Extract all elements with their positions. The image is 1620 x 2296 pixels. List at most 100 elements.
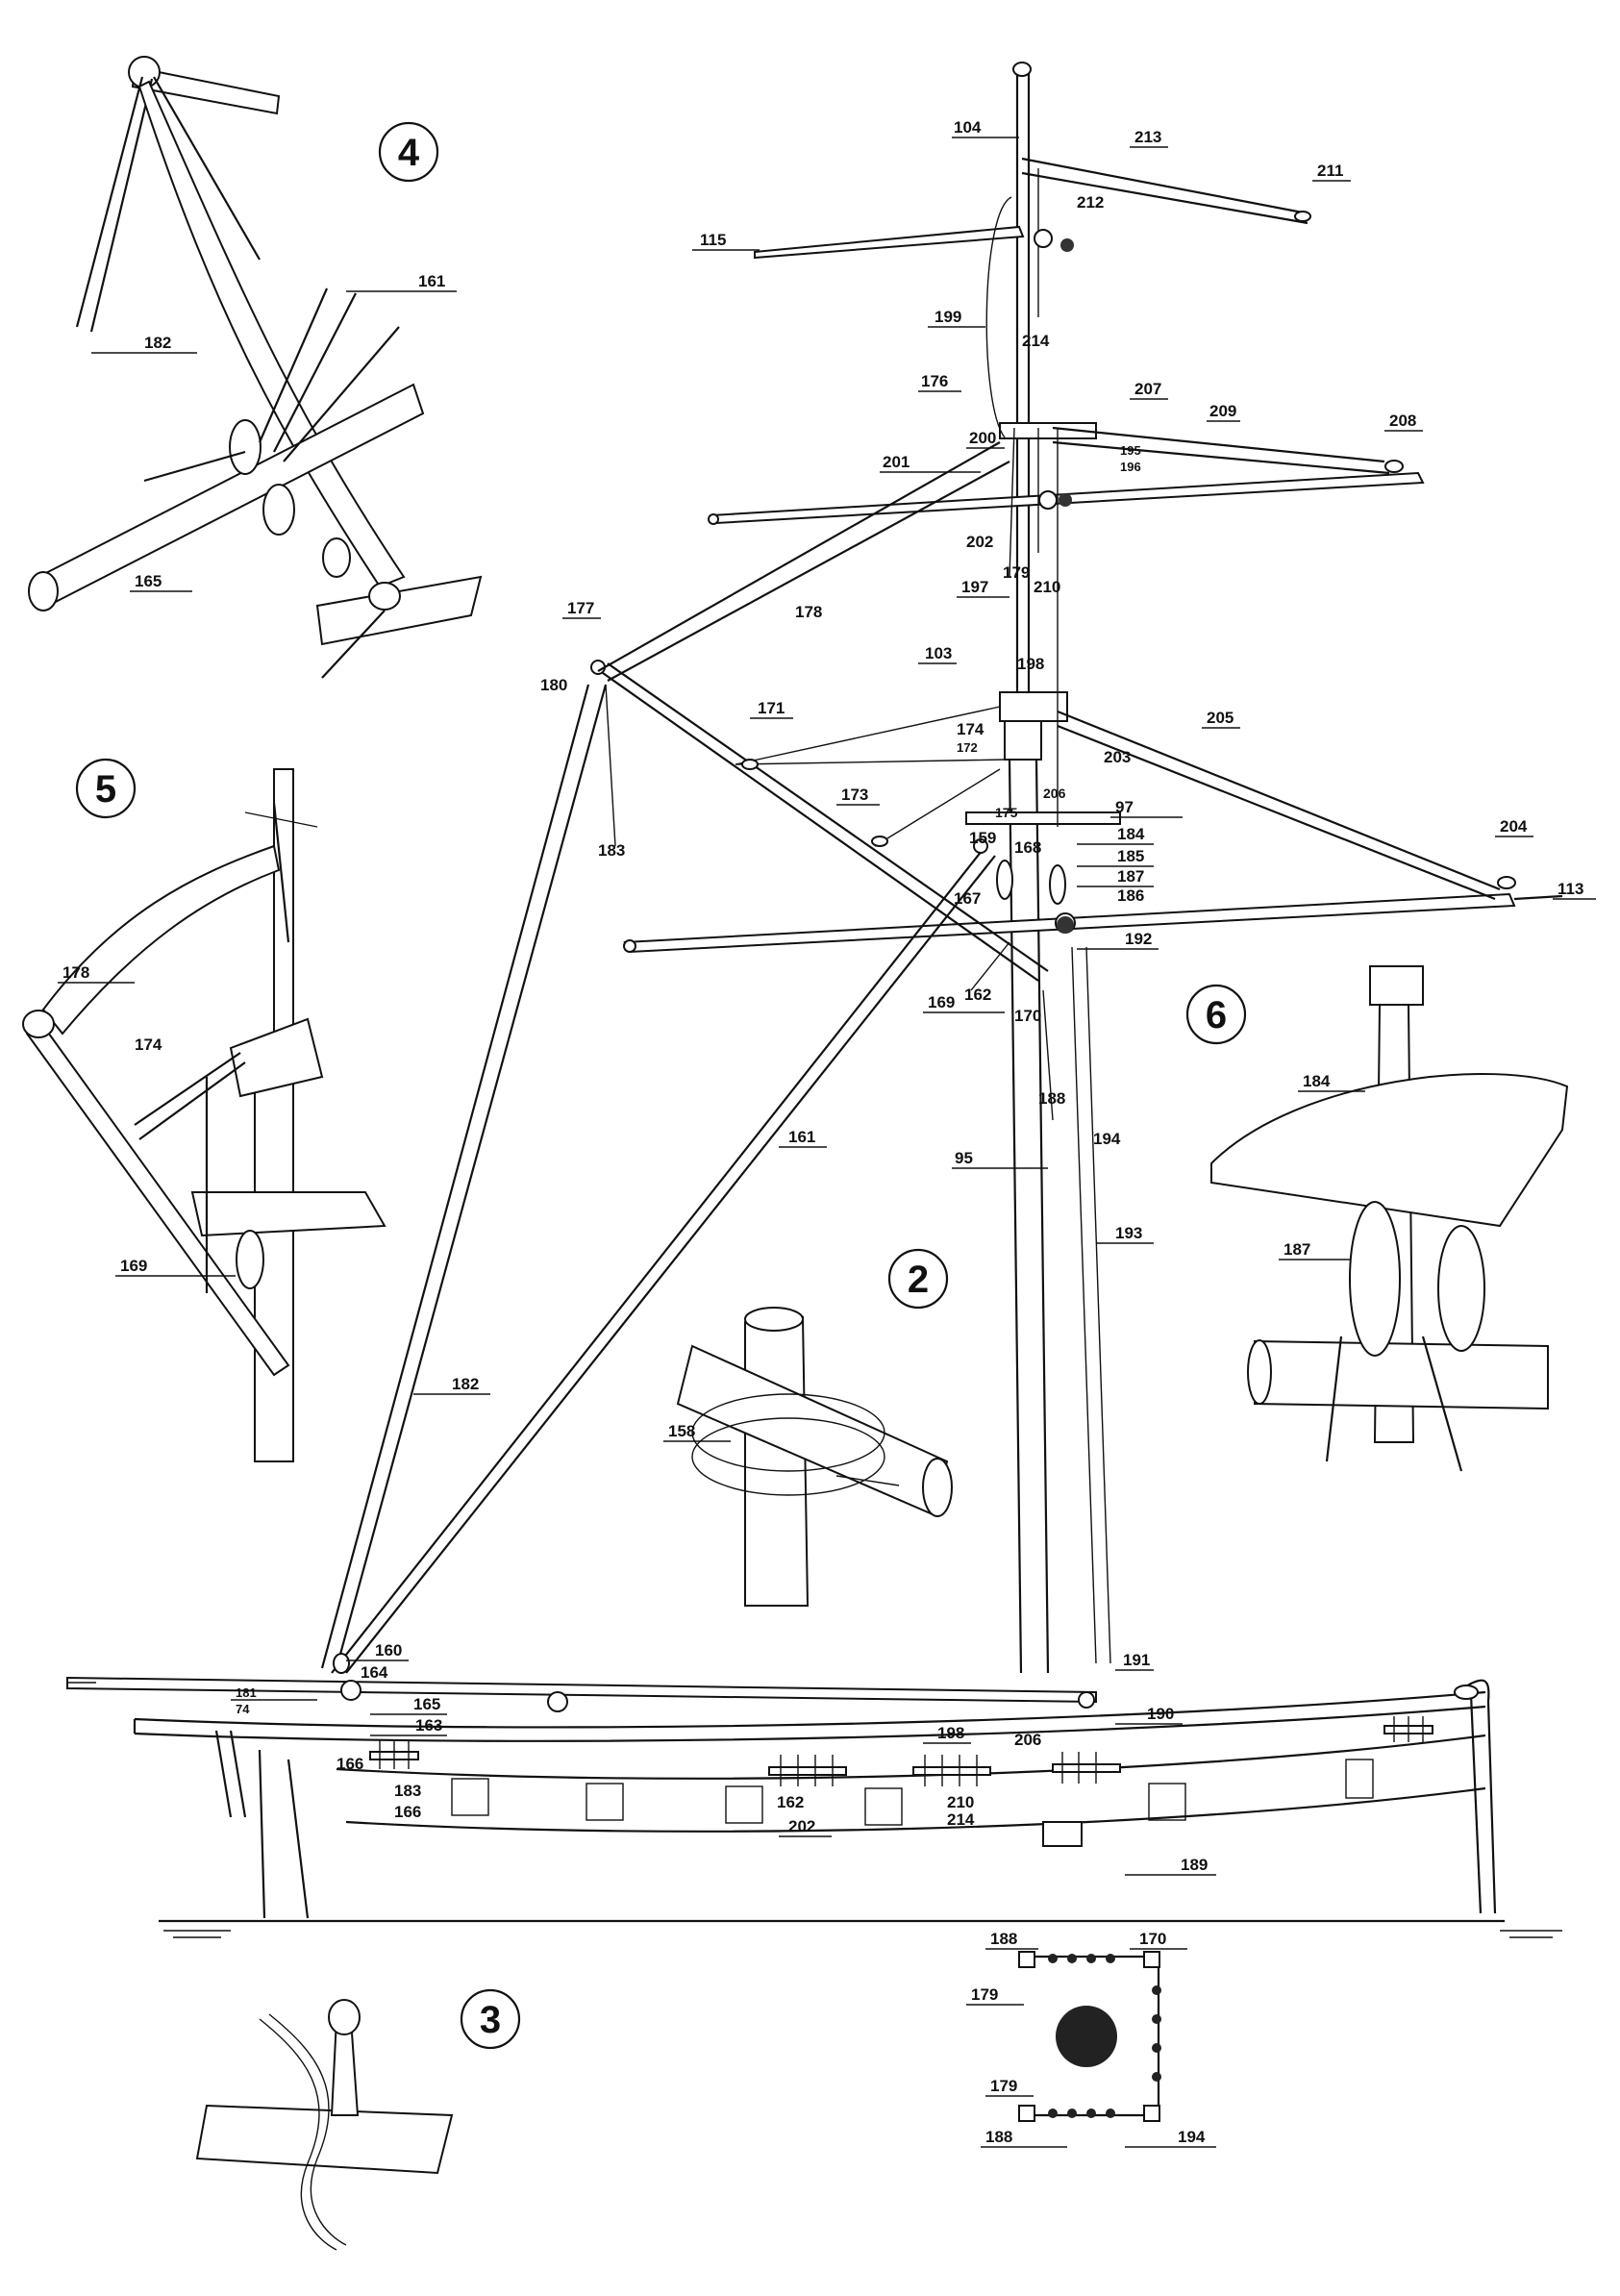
plan-label-170: 170	[1139, 1930, 1166, 1948]
label-192: 192	[1125, 930, 1152, 948]
label-207: 207	[1134, 380, 1161, 398]
detail-6-illustration	[1210, 965, 1569, 1472]
plan-label-194: 194	[1178, 2128, 1206, 2146]
label-210: 210	[1034, 578, 1060, 596]
detail-number-4: 4	[378, 121, 439, 183]
d5-label-169: 169	[120, 1257, 147, 1275]
label-164: 164	[361, 1663, 388, 1682]
label-159: 159	[969, 829, 996, 847]
label-188: 188	[1038, 1089, 1065, 1108]
label-204: 204	[1500, 817, 1528, 836]
detail-3-illustration	[195, 1999, 454, 2251]
blocks	[333, 211, 1516, 1712]
label-113: 113	[1558, 880, 1583, 898]
label-103: 103	[925, 644, 952, 662]
label-167: 167	[954, 889, 981, 908]
label-193: 193	[1115, 1224, 1142, 1242]
label-195: 195	[1120, 443, 1141, 458]
label-169: 169	[928, 993, 955, 1011]
detail-4-labels: 161 182 165	[91, 272, 457, 592]
detail-5-labels: 178 174 169	[58, 963, 236, 1277]
label-209: 209	[1209, 402, 1236, 420]
label-206: 206	[1043, 786, 1066, 801]
label-104: 104	[954, 118, 982, 137]
label-174: 174	[957, 720, 984, 738]
label-belay-162: 162	[777, 1793, 804, 1811]
detail-6-labels: 184 187	[1279, 1072, 1365, 1260]
label-97: 97	[1115, 798, 1134, 816]
label-212: 212	[1077, 193, 1104, 212]
label-186: 186	[1117, 886, 1144, 905]
label-115: 115	[700, 231, 726, 249]
label-190: 190	[1147, 1705, 1174, 1723]
d5-label-178: 178	[62, 963, 89, 982]
plan-label-179-bottom: 179	[990, 2077, 1017, 2095]
label-185: 185	[1117, 847, 1144, 865]
label-203: 203	[1104, 748, 1131, 766]
detail-number-5: 5	[75, 758, 137, 819]
pin-rails	[369, 1716, 1433, 1786]
label-170: 170	[1014, 1007, 1041, 1025]
label-205: 205	[1207, 709, 1234, 727]
detail-number-text: 4	[398, 132, 420, 174]
label-95: 95	[955, 1149, 973, 1167]
mast-top-plan	[1018, 1951, 1161, 2122]
detail-4-illustration	[28, 56, 483, 679]
label-74: 74	[236, 1702, 250, 1716]
mast	[965, 62, 1121, 1674]
label-belay-166: 166	[394, 1803, 421, 1821]
label-182: 182	[452, 1375, 479, 1393]
label-202: 202	[966, 533, 993, 551]
label-173: 173	[841, 786, 868, 804]
label-163: 163	[415, 1716, 442, 1734]
label-211: 211	[1317, 162, 1343, 180]
label-belay-206: 206	[1014, 1731, 1041, 1749]
label-168: 168	[1014, 838, 1041, 857]
label-187: 187	[1117, 867, 1144, 886]
label-belay-214: 214	[947, 1810, 975, 1829]
spar-from-180	[590, 660, 1049, 982]
yards	[66, 225, 1563, 1704]
label-belay-202: 202	[788, 1817, 815, 1835]
detail-number-6: 6	[1185, 984, 1247, 1045]
detail-number-text: 5	[95, 768, 116, 811]
part-labels: 104 213 211 212 115 199 214 176 207 209 …	[231, 118, 1596, 1876]
label-160: 160	[375, 1641, 402, 1660]
plan-label-188-top: 188	[990, 1930, 1017, 1948]
label-189: 189	[1181, 1856, 1208, 1874]
d6-label-184: 184	[1303, 1072, 1331, 1090]
label-213: 213	[1134, 128, 1161, 146]
label-214: 214	[1022, 332, 1050, 350]
label-201: 201	[883, 453, 910, 471]
belaying-labels: 198 206 162 202 210 214 183 166	[394, 1724, 1041, 1837]
label-199: 199	[935, 308, 961, 326]
plan-label-179-top: 179	[971, 1985, 998, 2004]
label-158: 158	[668, 1422, 695, 1440]
label-208: 208	[1389, 412, 1416, 430]
label-200: 200	[969, 429, 996, 447]
label-175: 175	[995, 805, 1018, 820]
label-162: 162	[964, 986, 991, 1004]
d5-label-174: 174	[135, 1036, 162, 1054]
label-178: 178	[795, 603, 822, 621]
peak-spar	[1021, 157, 1308, 225]
detail-number-text: 6	[1206, 994, 1227, 1036]
label-161: 161	[788, 1128, 815, 1146]
d4-label-161: 161	[418, 272, 445, 290]
label-belay-210: 210	[947, 1793, 974, 1811]
label-180: 180	[540, 676, 567, 694]
label-165: 165	[413, 1695, 440, 1713]
label-177: 177	[567, 599, 594, 617]
plan-label-188-bottom: 188	[985, 2128, 1012, 2146]
label-184: 184	[1117, 825, 1145, 843]
d4-label-165: 165	[135, 572, 162, 590]
d4-label-182: 182	[144, 334, 171, 352]
hull	[133, 1679, 1562, 1938]
label-belay-183: 183	[394, 1782, 421, 1800]
detail-number-text: 3	[480, 1999, 501, 2041]
plan-labels: 188 170 179 179 188 194	[966, 1930, 1216, 2148]
label-196: 196	[1120, 460, 1141, 474]
detail-number-3: 3	[460, 1988, 521, 2050]
